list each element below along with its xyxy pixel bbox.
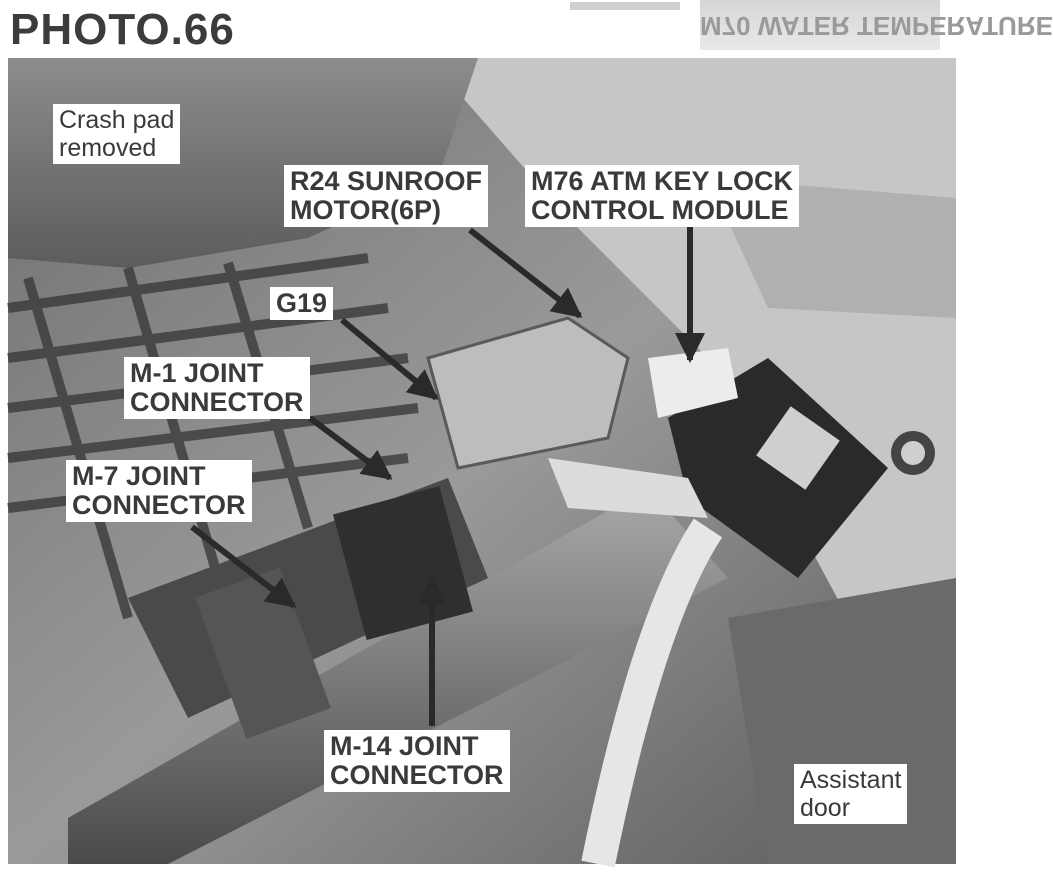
arrow-g19 [340, 317, 439, 401]
label-m76-atm-key-lock: M76 ATM KEY LOCK CONTROL MODULE [525, 165, 800, 227]
label-g19: G19 [270, 287, 334, 320]
ghost-bar [570, 2, 680, 10]
ghost-heading: M70 WATER TEMPERATURE [700, 0, 1053, 50]
arrow-m1 [308, 415, 393, 481]
label-m1-joint-connector: M-1 JOINT CONNECTOR [124, 357, 310, 419]
photo-title: PHOTO.66 [10, 5, 235, 54]
label-crash-pad: Crash pad removed [53, 104, 181, 164]
label-assistant-door: Assistant door [794, 764, 908, 824]
arrow-m7 [190, 524, 297, 609]
label-m14-joint-connector: M-14 JOINT CONNECTOR [324, 730, 510, 792]
label-m7-joint-connector: M-7 JOINT CONNECTOR [66, 460, 252, 522]
arrow-r24 [468, 227, 583, 319]
label-r24-sunroof-motor: R24 SUNROOF MOTOR(6P) [284, 165, 489, 227]
